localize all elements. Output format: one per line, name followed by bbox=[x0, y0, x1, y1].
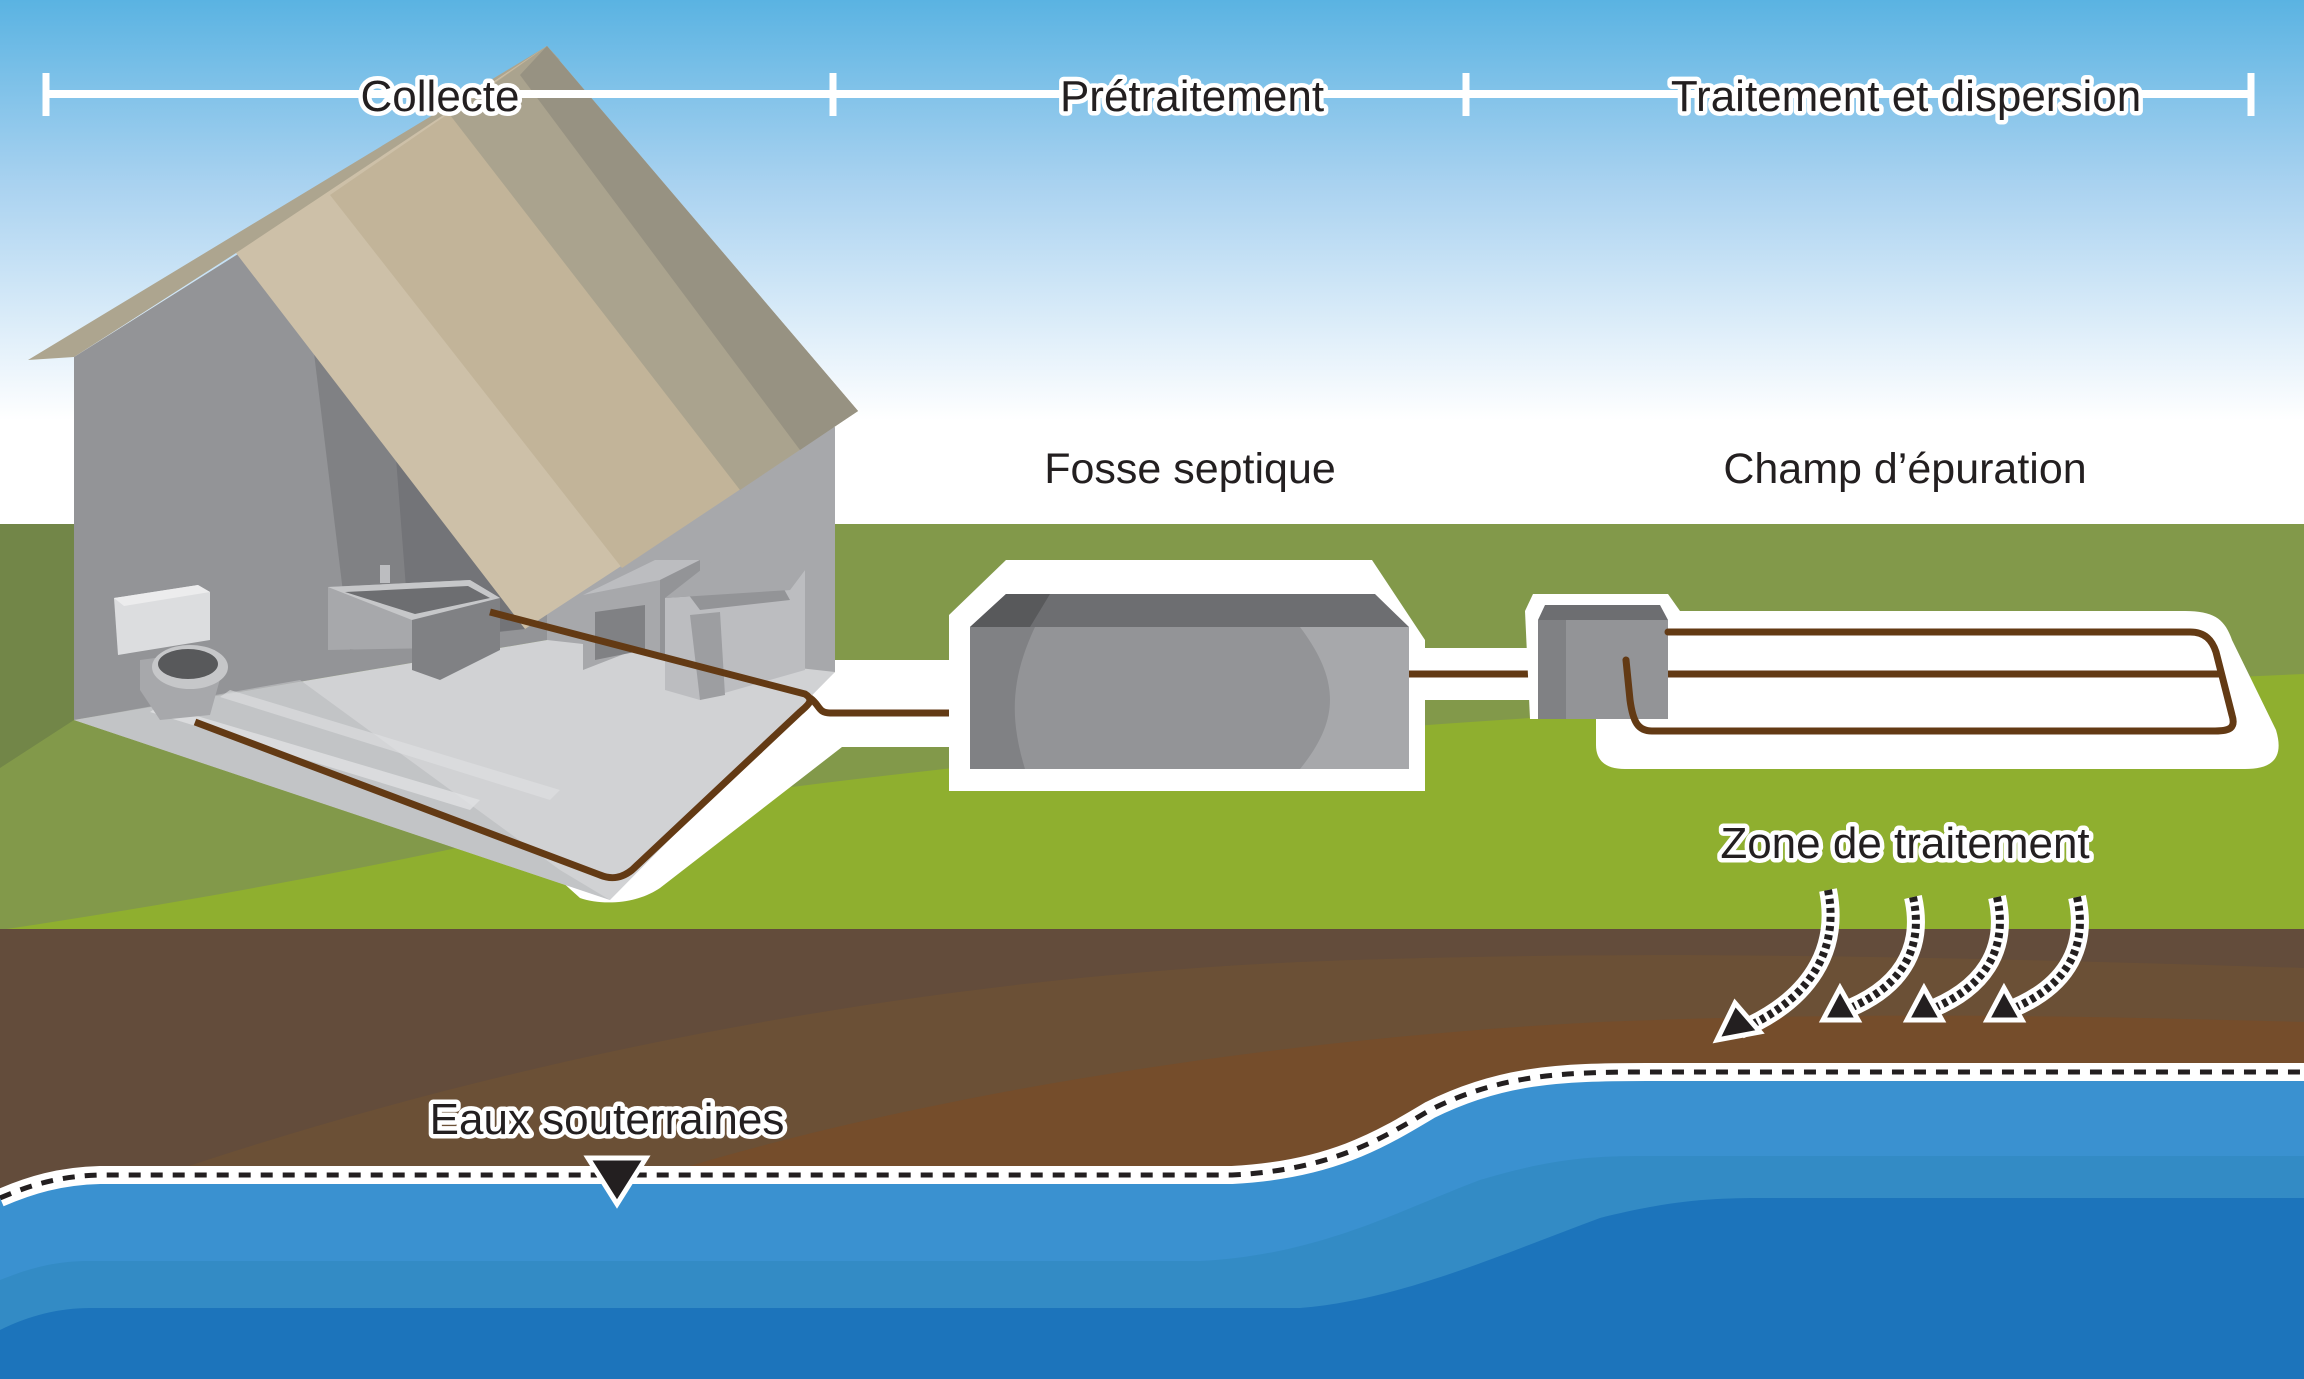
septic-tank bbox=[949, 560, 1540, 791]
stage-label-treatment-dispersion: Traitement et dispersion bbox=[1671, 72, 2141, 121]
infiltration-arrow-icon bbox=[1818, 895, 1925, 1023]
groundwater-body bbox=[0, 1072, 2304, 1379]
infiltration-arrow-icon bbox=[1902, 895, 2009, 1023]
stage-bar bbox=[42, 73, 2255, 116]
infiltration-arrow-icon bbox=[1712, 888, 1840, 1044]
infiltration-arrow-icon bbox=[1982, 895, 2089, 1023]
house-drain-pipe bbox=[193, 608, 814, 882]
bathtub-icon bbox=[328, 565, 500, 680]
label-septic-tank: Fosse septique bbox=[1044, 445, 1336, 493]
treatment-zone-arrows bbox=[1712, 888, 2089, 1044]
drain-field bbox=[1525, 594, 2279, 769]
water-table-marker-icon bbox=[583, 1155, 651, 1209]
stage-label-collect: Collecte bbox=[361, 72, 520, 121]
label-treatment-zone: Zone de traitement bbox=[1720, 819, 2089, 868]
roof-eave bbox=[28, 46, 560, 360]
label-drain-field: Champ d’épuration bbox=[1723, 445, 2086, 493]
drain-field-pipes bbox=[1622, 628, 2237, 735]
house bbox=[28, 46, 970, 900]
distribution-box bbox=[1538, 605, 1668, 620]
water-table-line bbox=[0, 1063, 2304, 1207]
stage-label-pretreatment: Prétraitement bbox=[1060, 72, 1324, 121]
label-groundwater: Eaux souterraines bbox=[430, 1095, 785, 1144]
toilet-icon bbox=[114, 585, 228, 720]
roof-slab bbox=[236, 46, 858, 629]
